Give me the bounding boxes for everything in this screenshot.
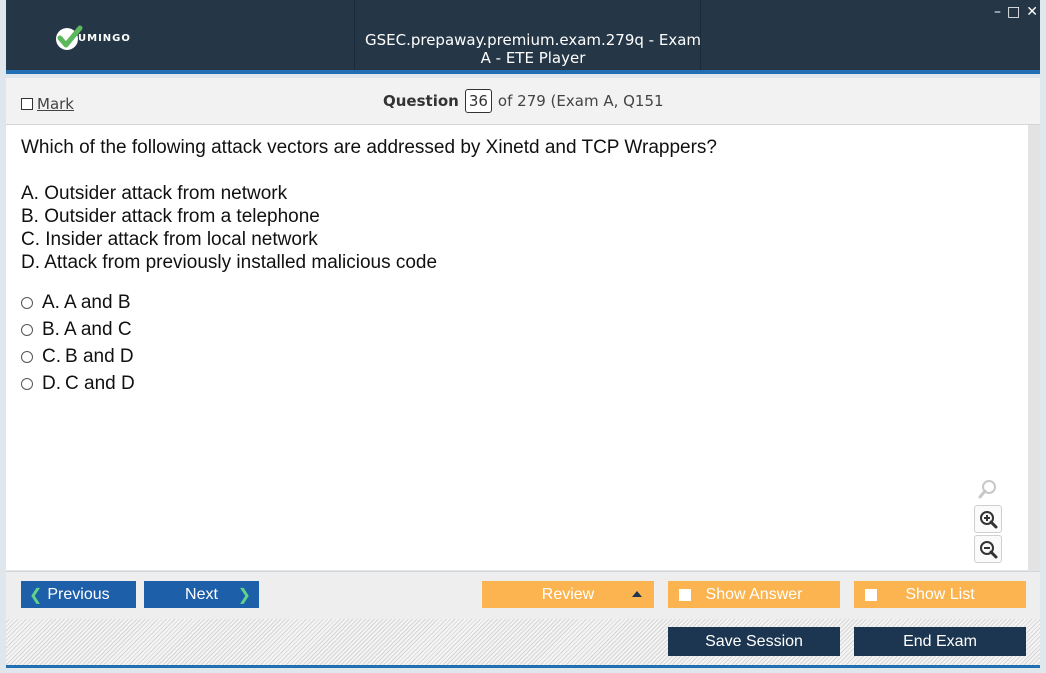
navigation-toolbar: ❮ Previous Next ❯ Review Show Answer Sho…: [6, 571, 1040, 619]
option-item: A. Outsider attack from network: [21, 183, 288, 204]
title-divider: [354, 0, 355, 74]
maximize-button[interactable]: □: [1007, 4, 1021, 20]
checkmark-logo-icon: [56, 25, 83, 50]
show-answer-label: Show Answer: [705, 585, 803, 603]
chevron-left-icon: ❮: [29, 587, 43, 604]
review-label: Review: [541, 585, 595, 603]
title-bar: UMINGO GSEC.prepaway.premium.exam.279q -…: [6, 0, 1040, 74]
radio-button[interactable]: [21, 323, 33, 336]
checkbox-icon[interactable]: [679, 589, 691, 601]
previous-label: Previous: [47, 585, 110, 603]
end-exam-button[interactable]: End Exam: [854, 627, 1026, 656]
minimize-button[interactable]: –: [994, 4, 1002, 20]
title-divider: [700, 0, 701, 74]
window-controls: – □ ✕: [994, 4, 1038, 20]
answer-text: B and D: [65, 345, 134, 367]
logo-text: UMINGO: [78, 33, 131, 44]
vertical-scrollbar[interactable]: [1028, 125, 1040, 570]
save-session-button[interactable]: Save Session: [668, 627, 840, 656]
answer-choice-d[interactable]: D. C and D: [21, 370, 135, 397]
question-content: Which of the following attack vectors ar…: [6, 125, 1028, 570]
caret-up-icon: [632, 591, 642, 597]
mark-label[interactable]: Mark: [37, 95, 74, 113]
radio-button[interactable]: [21, 296, 33, 309]
answer-letter: C.: [42, 345, 61, 367]
title-accent-line: [6, 70, 1040, 74]
option-item: C. Insider attack from local network: [21, 229, 318, 250]
answer-letter: D.: [42, 372, 61, 394]
zoom-out-icon[interactable]: [974, 535, 1002, 563]
next-label: Next: [185, 585, 218, 603]
checkbox-icon[interactable]: [865, 589, 877, 601]
footer-bar: Save Session End Exam: [6, 619, 1040, 665]
question-options: A. Outsider attack from network B. Outsi…: [21, 182, 437, 274]
question-header: Mark Question 36 of 279 (Exam A, Q151: [6, 78, 1040, 125]
next-button[interactable]: Next ❯: [144, 581, 259, 608]
answer-text: A and B: [63, 291, 131, 313]
answer-letter: B.: [42, 318, 60, 340]
show-list-button[interactable]: Show List: [854, 581, 1026, 608]
option-item: B. Outsider attack from a telephone: [21, 206, 320, 227]
radio-button[interactable]: [21, 377, 33, 390]
window-title: GSEC.prepaway.premium.exam.279q - Exam A…: [364, 31, 702, 67]
vumingo-logo: UMINGO: [54, 24, 144, 54]
checkbox-icon[interactable]: [21, 98, 33, 110]
question-total: of 279 (Exam A, Q151: [497, 92, 664, 110]
mark-checkbox[interactable]: Mark: [21, 95, 74, 113]
review-button[interactable]: Review: [482, 581, 654, 608]
answer-text: A and C: [63, 318, 132, 340]
zoom-controls: [974, 475, 1004, 565]
answer-text: C and D: [65, 372, 135, 394]
question-number-input[interactable]: 36: [464, 89, 492, 113]
answer-letter: A.: [42, 291, 60, 313]
close-button[interactable]: ✕: [1026, 4, 1038, 20]
show-answer-button[interactable]: Show Answer: [668, 581, 840, 608]
answer-choice-c[interactable]: C. B and D: [21, 343, 135, 370]
question-navigator: Question 36 of 279 (Exam A, Q151: [383, 89, 664, 113]
bottom-accent-line: [6, 665, 1040, 668]
search-icon[interactable]: [974, 475, 1002, 503]
radio-button[interactable]: [21, 350, 33, 363]
previous-button[interactable]: ❮ Previous: [21, 581, 136, 608]
option-item: D. Attack from previously installed mali…: [21, 252, 438, 273]
answer-choices: A. A and B B. A and C C. B and D D. C an…: [21, 289, 135, 397]
answer-choice-a[interactable]: A. A and B: [21, 289, 135, 316]
chevron-right-icon: ❯: [237, 587, 251, 604]
zoom-in-icon[interactable]: [974, 505, 1002, 533]
show-list-label: Show List: [905, 585, 975, 603]
question-word: Question: [383, 92, 459, 110]
answer-choice-b[interactable]: B. A and C: [21, 316, 135, 343]
question-text: Which of the following attack vectors ar…: [21, 137, 717, 158]
